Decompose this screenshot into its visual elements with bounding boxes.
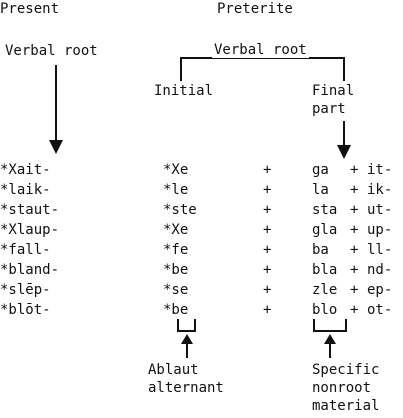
nonroot-label: nonroot (312, 380, 372, 396)
plus-sign: + (350, 202, 359, 218)
initial-form: *le (163, 182, 189, 198)
final-form: gla (312, 222, 338, 238)
final-form: la (312, 182, 329, 198)
present-verbal-root-label: Verbal root (5, 43, 98, 59)
present-form: *Xait- (0, 162, 51, 178)
part-label: part (312, 101, 346, 117)
suffix-form: nd- (367, 262, 393, 278)
suffix-form: ut- (367, 202, 393, 218)
initial-form: *Xe (163, 222, 189, 238)
present-form: *Xlaup- (0, 222, 60, 238)
final-form: blo (312, 302, 338, 318)
initial-form: *be (163, 302, 189, 318)
initial-form: *Xe (163, 162, 189, 178)
plus-sign: + (350, 282, 359, 298)
suffix-form: ep- (367, 282, 393, 298)
ablaut-bracket (177, 319, 196, 332)
present-form: *slēp- (0, 282, 51, 298)
material-label: material (312, 398, 380, 414)
present-form: *bland- (0, 262, 60, 278)
plus-sign: + (263, 222, 272, 238)
present-root-arrowhead (49, 140, 63, 154)
plus-sign: + (263, 202, 272, 218)
plus-sign: + (263, 262, 272, 278)
plus-sign: + (350, 302, 359, 318)
plus-sign: + (350, 222, 359, 238)
initial-form: *fe (163, 242, 189, 258)
final-form: sta (312, 202, 338, 218)
specific-bracket (313, 319, 347, 332)
plus-sign: + (350, 262, 359, 278)
present-form: *staut- (0, 202, 60, 218)
present-form: *blōt- (0, 302, 51, 318)
preterite-verbal-root-label: Verbal root (212, 42, 309, 58)
initial-form: *se (163, 282, 189, 298)
final-label: Final (312, 83, 355, 99)
plus-sign: + (263, 182, 272, 198)
present-form: *fall- (0, 242, 51, 258)
plus-sign: + (263, 302, 272, 318)
suffix-form: ot- (367, 302, 393, 318)
alternant-label: alternant (148, 380, 224, 396)
final-form: ba (312, 242, 329, 258)
plus-sign: + (350, 162, 359, 178)
plus-sign: + (263, 282, 272, 298)
initial-label: Initial (154, 83, 214, 99)
plus-sign: + (263, 242, 272, 258)
preterite-header: Preterite (217, 1, 293, 17)
final-form: bla (312, 262, 338, 278)
initial-form: *be (163, 262, 189, 278)
ablaut-arrowhead (181, 334, 193, 344)
suffix-form: ll- (367, 242, 393, 258)
present-header: Present (0, 1, 60, 17)
final-part-arrowhead (337, 145, 351, 159)
suffix-form: ik- (367, 182, 393, 198)
final-form: zle (312, 282, 338, 298)
specific-arrowhead (324, 334, 336, 344)
ablaut-label: Ablaut (148, 362, 199, 378)
plus-sign: + (263, 162, 272, 178)
initial-form: *ste (163, 202, 197, 218)
plus-sign: + (350, 182, 359, 198)
suffix-form: it- (367, 162, 393, 178)
present-form: *laik- (0, 182, 51, 198)
specific-label: Specific (312, 362, 380, 378)
final-form: ga (312, 162, 329, 178)
suffix-form: up- (367, 222, 393, 238)
plus-sign: + (350, 242, 359, 258)
